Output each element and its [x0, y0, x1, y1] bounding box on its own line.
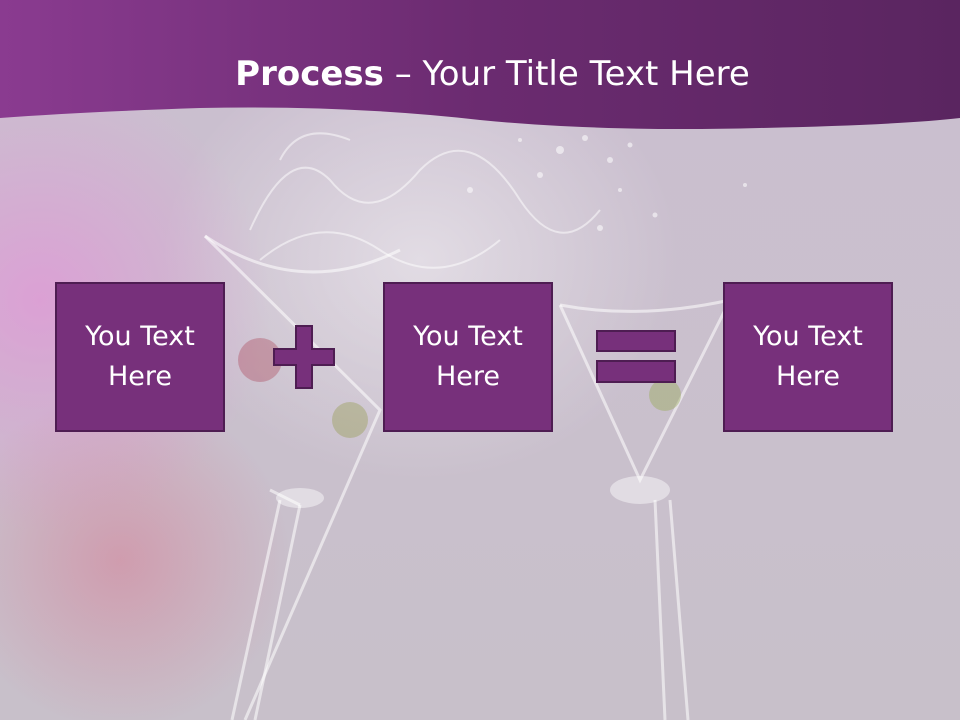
header-band: [0, 0, 960, 129]
title-bold: Process: [235, 54, 384, 94]
slide-title: Process – Your Title Text Here: [0, 54, 960, 94]
title-rest: Your Title Text Here: [422, 54, 750, 94]
equals-icon: [596, 330, 676, 383]
process-box-2-text: You Text Here: [413, 321, 523, 392]
process-box-1[interactable]: You Text Here: [55, 282, 225, 432]
process-box-2[interactable]: You Text Here: [383, 282, 553, 432]
title-separator: –: [383, 54, 423, 94]
plus-icon: [273, 325, 335, 389]
process-box-3-text: You Text Here: [753, 321, 863, 392]
process-box-1-text: You Text Here: [85, 321, 195, 392]
process-box-3[interactable]: You Text Here: [723, 282, 893, 432]
